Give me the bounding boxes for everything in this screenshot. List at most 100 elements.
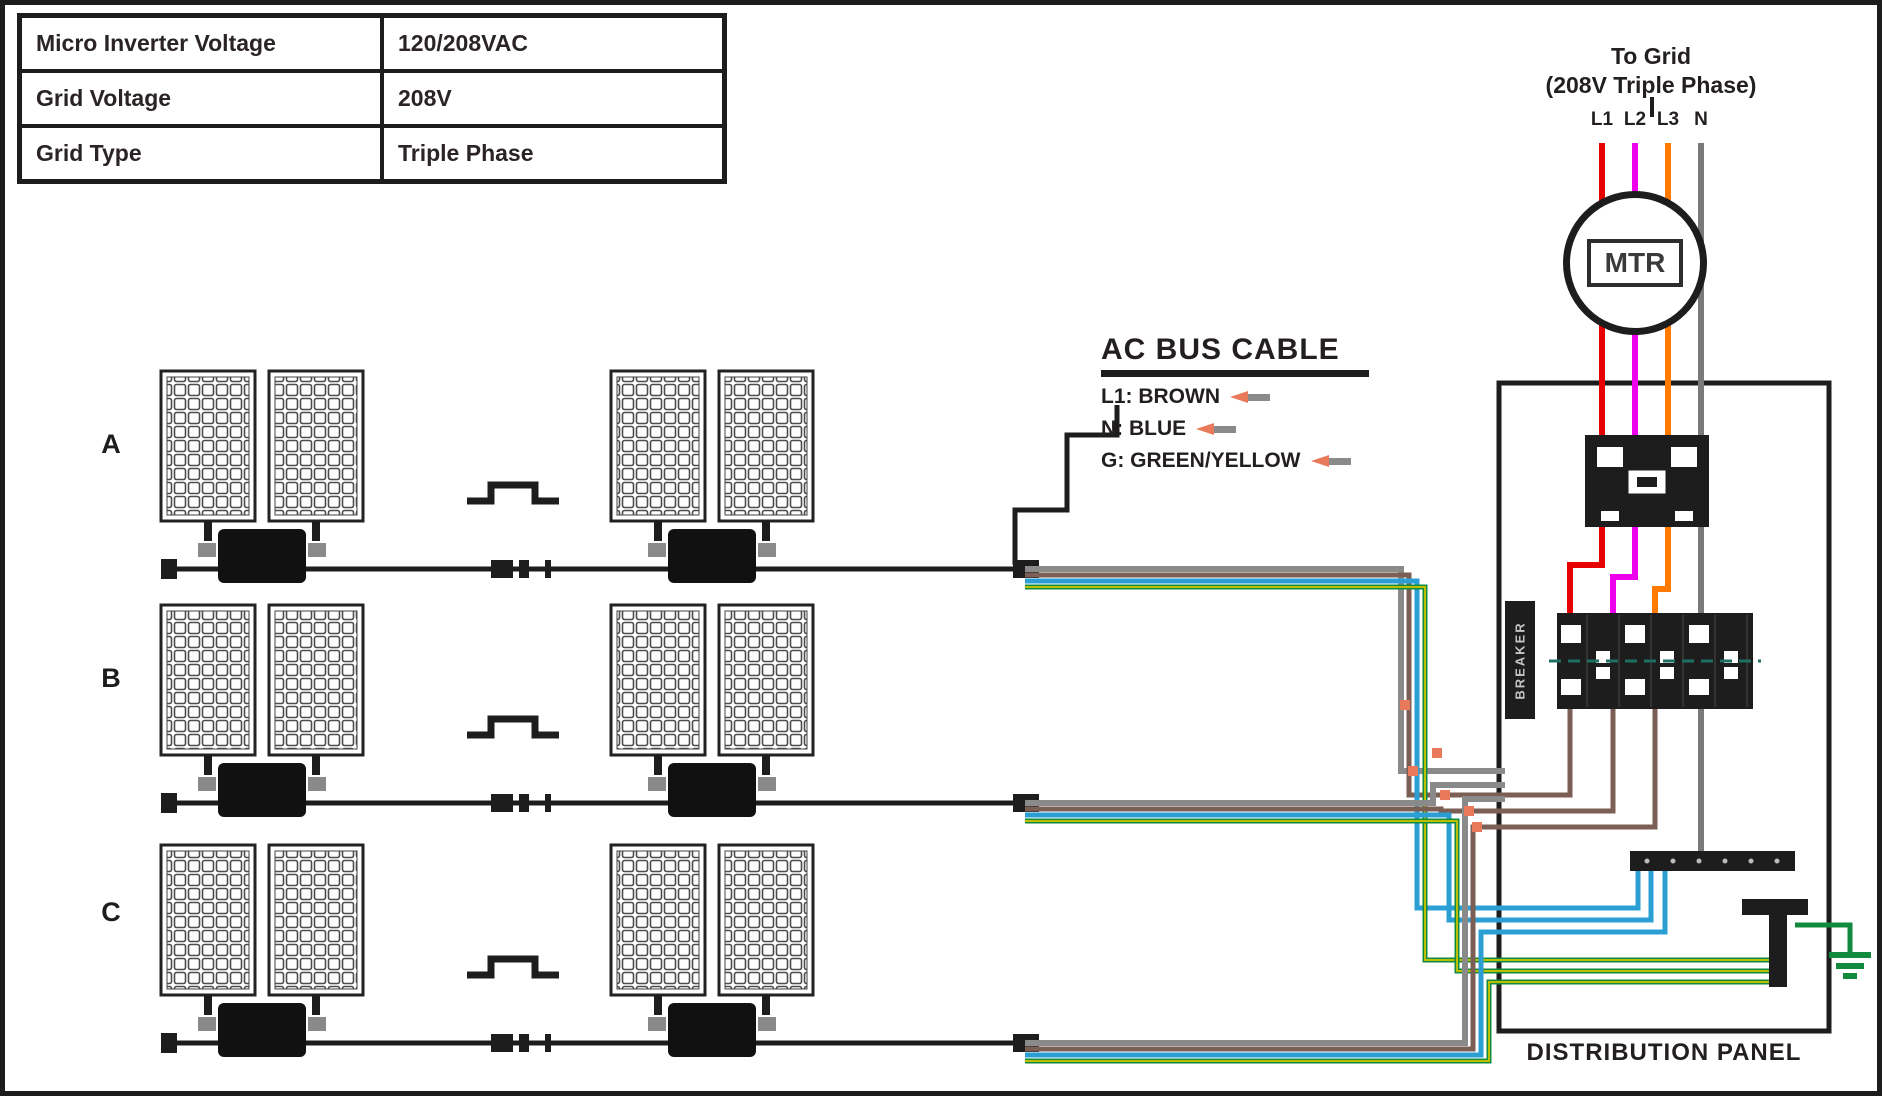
wire-label-l2: L2 — [1623, 109, 1647, 130]
solar-panel-cells — [274, 610, 358, 750]
spec-label: Grid Voltage — [22, 73, 384, 124]
breaker-label-text: BREAKER — [1512, 620, 1528, 700]
solar-panel-cells — [724, 850, 808, 990]
breaker-toggle — [1689, 625, 1709, 643]
neutral-bar-screw — [1774, 858, 1780, 864]
micro-terminal — [308, 777, 326, 791]
array-row-label-a: A — [101, 429, 121, 459]
array-row-label-b: B — [101, 663, 121, 693]
wire-junction-dot — [1408, 766, 1418, 776]
switch-terminal — [1601, 511, 1619, 521]
bus-n-wire — [1025, 871, 1668, 1058]
bus-n-wire — [1025, 578, 1641, 911]
legend-line-l-text: L1: BROWN — [1101, 385, 1220, 408]
trunk-connector — [545, 794, 551, 812]
legend-line-l: L1: BROWN — [1101, 385, 1441, 409]
microinverter — [218, 529, 306, 583]
distribution-panel-label: DISTRIBUTION PANEL — [1526, 1039, 1802, 1066]
to-grid-subtitle: (208V Triple Phase) — [1545, 72, 1757, 98]
legend-pointer-line — [1012, 405, 1120, 565]
legend-line-n-text: N: BLUE — [1101, 417, 1187, 440]
spec-value: 208V — [398, 85, 452, 111]
trunk-connector — [519, 794, 529, 812]
micro-terminal — [308, 1017, 326, 1031]
legend-line-g: G: GREEN/YELLOW — [1101, 449, 1441, 473]
legend-line-n: N: BLUE — [1101, 417, 1441, 441]
bus-ground-wire-stripe — [1025, 820, 1771, 972]
callout-arrow-icon — [1196, 423, 1237, 436]
neutral-bar-screw — [1748, 858, 1754, 864]
bus-l-wire — [1025, 709, 1658, 1052]
bundle-sheath-wire — [1025, 566, 1505, 774]
bus-ground-wire-stripe — [1025, 586, 1771, 961]
cable-extension-icon — [467, 715, 559, 739]
ground-bar — [1769, 915, 1787, 987]
to-grid-label: To Grid (208V Triple Phase) — [1515, 43, 1787, 99]
spec-row: Micro Inverter Voltage 120/208VAC — [22, 18, 722, 69]
micro-terminal — [198, 777, 216, 791]
neutral-bar-screw — [1670, 858, 1676, 864]
bus-l-wire — [1025, 709, 1616, 814]
solar-panel-cells — [616, 610, 700, 750]
bus-ground-wire — [1025, 818, 1771, 974]
legend-title: AC BUS CABLE — [1101, 333, 1369, 377]
switch-terminal — [1671, 447, 1697, 467]
solar-panel-cells — [724, 376, 808, 516]
grid-l2-wire — [1610, 143, 1638, 645]
trunk-connector — [519, 560, 529, 578]
utility-meter: MTR — [1563, 191, 1707, 335]
bus-l-wire — [1025, 572, 1573, 798]
breaker-toggle — [1660, 667, 1674, 679]
distribution-panel-box — [1496, 380, 1832, 1034]
microinverter — [668, 763, 756, 817]
trunk-connector — [519, 1034, 529, 1052]
wire-junction-dot — [1464, 806, 1474, 816]
spec-label: Grid Type — [22, 128, 384, 179]
breaker-toggle — [1625, 679, 1645, 695]
solar-panel-cells — [616, 376, 700, 516]
grid-l1-wire — [1567, 143, 1605, 645]
cable-extension-icon — [467, 481, 559, 505]
spec-row: Grid Voltage 208V — [22, 69, 722, 124]
wire-label-n: N — [1694, 109, 1708, 130]
breaker-toggle — [1724, 667, 1738, 679]
switch-terminal — [1597, 447, 1623, 467]
wire-junction-dot — [1440, 790, 1450, 800]
micro-terminal — [648, 777, 666, 791]
micro-terminal — [648, 543, 666, 557]
breaker-toggle — [1561, 679, 1581, 695]
spec-value: 120/208VAC — [398, 30, 528, 56]
solar-panel-cells — [166, 610, 250, 750]
ac-bus-cable-legend: AC BUS CABLE L1: BROWN N: BLUE G: GREEN/… — [1101, 333, 1441, 473]
wire-junction-dot — [1472, 822, 1482, 832]
microinverter — [668, 529, 756, 583]
bundle-sheath-wire — [1025, 782, 1505, 806]
neutral-bar-screw — [1722, 858, 1728, 864]
bus-ground-wire-stripe — [1025, 981, 1771, 1062]
spec-label: Micro Inverter Voltage — [22, 18, 384, 69]
micro-terminal — [198, 1017, 216, 1031]
solar-panel-cells — [274, 850, 358, 990]
micro-terminal — [198, 543, 216, 557]
callout-arrow-icon — [1230, 391, 1270, 404]
trunk-connector — [545, 1034, 551, 1052]
spec-row: Grid Type Triple Phase — [22, 124, 722, 179]
breaker-label-strip: BREAKER — [1505, 601, 1535, 719]
breaker-toggle — [1596, 667, 1610, 679]
microinverter — [668, 1003, 756, 1057]
microinverter — [218, 763, 306, 817]
spec-table: Micro Inverter Voltage 120/208VAC Grid V… — [17, 13, 727, 184]
solar-panel-cells — [724, 610, 808, 750]
wiring-svg — [159, 97, 1871, 1064]
switch-terminal — [1675, 511, 1693, 521]
wire-label-l3: L3 — [1656, 109, 1680, 130]
solar-panel-cells — [166, 376, 250, 516]
callout-arrow-icon — [1310, 455, 1351, 468]
solar-panel-cells — [274, 376, 358, 516]
trunk-terminator-cap — [161, 1033, 177, 1053]
meter-label: MTR — [1586, 239, 1684, 287]
wire-junction-dot — [1400, 700, 1410, 710]
wire-junction-dot — [1432, 748, 1442, 758]
trunk-terminator-cap — [161, 559, 177, 579]
